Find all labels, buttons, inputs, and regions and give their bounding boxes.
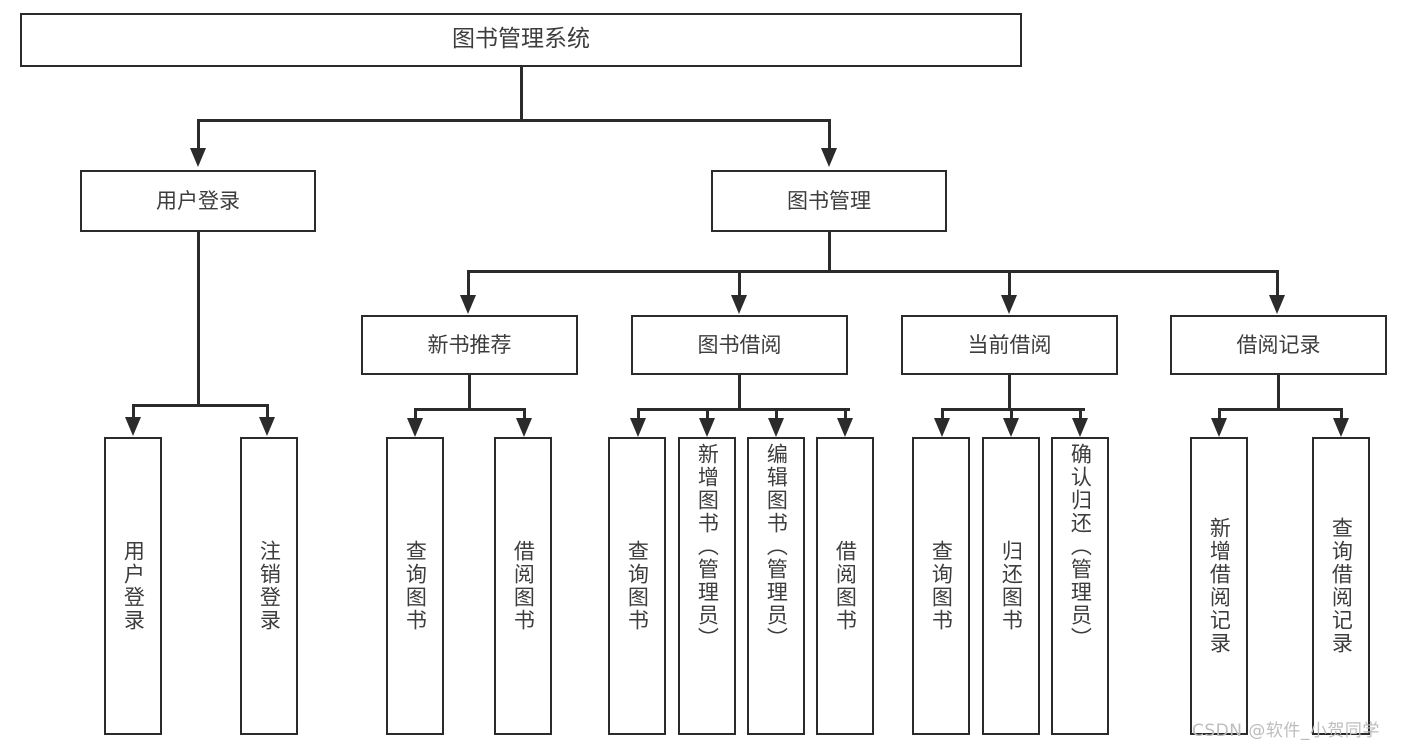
connector-drop-cb-2 (1010, 408, 1013, 420)
node-root-book-management-system[interactable]: 图书管理系统 (20, 13, 1022, 67)
leaf-label: 归还图书 (999, 540, 1024, 632)
leaf-bb-borrow-book[interactable]: 借阅图书 (816, 437, 874, 735)
connector-drop-current-borrow (1008, 270, 1011, 296)
leaf-logout[interactable]: 注销登录 (240, 437, 298, 735)
leaf-label: 借阅图书 (511, 540, 536, 632)
connector-current-borrow-stem (1008, 375, 1011, 408)
connector-book-management-stem (828, 232, 831, 270)
arrow-leaf-br-2 (1333, 418, 1349, 437)
arrow-leaf-cb-1 (934, 418, 950, 437)
leaf-nb-borrow-book[interactable]: 借阅图书 (494, 437, 552, 735)
leaf-cb-return-book[interactable]: 归还图书 (982, 437, 1040, 735)
connector-book-borrow-stem (738, 375, 741, 408)
watermark-csdn: CSDN @软件_小贺同学 (1192, 716, 1380, 741)
connector-drop-book-management (828, 119, 831, 149)
node-current-borrow[interactable]: 当前借阅 (901, 315, 1118, 375)
leaf-label: 查询图书 (403, 540, 428, 632)
node-label: 当前借阅 (967, 332, 1052, 357)
arrow-user-login (190, 148, 206, 167)
leaf-label: 借阅图书 (833, 540, 858, 632)
connector-root-stem (520, 67, 523, 119)
connector-borrow-record-bus (1218, 408, 1343, 411)
arrow-current-borrow (1001, 295, 1017, 314)
leaf-br-query-record[interactable]: 查询借阅记录 (1312, 437, 1370, 735)
node-label: 用户登录 (156, 188, 240, 213)
connector-drop-user-login-2 (266, 404, 269, 418)
arrow-leaf-cb-3 (1072, 418, 1088, 437)
connector-drop-borrow-record (1276, 270, 1279, 296)
connector-drop-new-book (467, 270, 470, 296)
watermark-text: CSDN @软件_小贺同学 (1192, 721, 1380, 741)
node-user-login[interactable]: 用户登录 (80, 170, 316, 232)
leaf-bb-add-book-admin[interactable]: 新增图书（管理员） (678, 437, 736, 735)
leaf-bb-query-book[interactable]: 查询图书 (608, 437, 666, 735)
connector-drop-nb-2 (523, 408, 526, 420)
leaf-br-add-record[interactable]: 新增借阅记录 (1190, 437, 1248, 735)
node-label: 图书借阅 (697, 332, 782, 357)
connector-user-login-stem (197, 232, 200, 404)
arrow-leaf-nb-2 (516, 418, 532, 437)
connector-drop-br-2 (1340, 408, 1343, 420)
leaf-label: 编辑图书（管理员） (764, 443, 789, 650)
leaf-label: 查询借阅记录 (1329, 517, 1354, 655)
connector-drop-nb-1 (414, 408, 417, 420)
arrow-leaf-bb-2 (699, 418, 715, 437)
connector-level2-bus (197, 119, 831, 122)
leaf-label: 新增图书（管理员） (695, 443, 720, 650)
connector-drop-user-login (197, 119, 200, 149)
arrow-borrow-record (1269, 295, 1285, 314)
node-borrow-record[interactable]: 借阅记录 (1170, 315, 1387, 375)
leaf-label: 确认归还（管理员） (1068, 443, 1093, 650)
leaf-cb-query-book[interactable]: 查询图书 (912, 437, 970, 735)
connector-drop-bb-4 (844, 408, 847, 420)
arrow-book-management (821, 148, 837, 167)
arrow-leaf-cb-2 (1003, 418, 1019, 437)
leaf-label: 查询图书 (625, 540, 650, 632)
arrow-leaf-nb-1 (407, 418, 423, 437)
connector-current-borrow-bus (941, 408, 1085, 411)
leaf-user-login[interactable]: 用户登录 (104, 437, 162, 735)
leaf-label: 新增借阅记录 (1207, 517, 1232, 655)
leaf-cb-confirm-return-admin[interactable]: 确认归还（管理员） (1051, 437, 1109, 735)
connector-book-borrow-bus (637, 408, 850, 411)
connector-drop-bb-2 (706, 408, 709, 420)
leaf-label: 用户登录 (121, 540, 146, 632)
connector-drop-cb-1 (941, 408, 944, 420)
leaf-label: 注销登录 (257, 540, 282, 632)
node-book-management[interactable]: 图书管理 (711, 170, 947, 232)
arrow-leaf-bb-1 (630, 418, 646, 437)
connector-new-book-stem (468, 375, 471, 408)
leaf-nb-query-book[interactable]: 查询图书 (386, 437, 444, 735)
node-label: 图书管理 (787, 188, 871, 213)
connector-drop-cb-3 (1079, 408, 1082, 420)
connector-user-login-bus (132, 404, 269, 407)
connector-level3-bus (467, 270, 1278, 273)
arrow-new-book-recommend (460, 295, 476, 314)
leaf-label: 查询图书 (929, 540, 954, 632)
node-book-borrow[interactable]: 图书借阅 (631, 315, 848, 375)
connector-drop-book-borrow (738, 270, 741, 296)
connector-drop-br-1 (1218, 408, 1221, 420)
arrow-leaf-bb-3 (768, 418, 784, 437)
arrow-leaf-user-login-2 (259, 417, 275, 436)
connector-borrow-record-stem (1277, 375, 1280, 408)
connector-new-book-bus (414, 408, 526, 411)
arrow-leaf-bb-4 (837, 418, 853, 437)
arrow-leaf-user-login-1 (125, 417, 141, 436)
leaf-bb-edit-book-admin[interactable]: 编辑图书（管理员） (747, 437, 805, 735)
node-label: 新书推荐 (427, 332, 512, 357)
connector-drop-bb-1 (637, 408, 640, 420)
connector-drop-bb-3 (775, 408, 778, 420)
connector-drop-user-login-1 (132, 404, 135, 418)
node-label: 借阅记录 (1236, 332, 1321, 357)
arrow-leaf-br-1 (1211, 418, 1227, 437)
node-label: 图书管理系统 (452, 26, 590, 53)
arrow-book-borrow (731, 295, 747, 314)
node-new-book-recommend[interactable]: 新书推荐 (361, 315, 578, 375)
